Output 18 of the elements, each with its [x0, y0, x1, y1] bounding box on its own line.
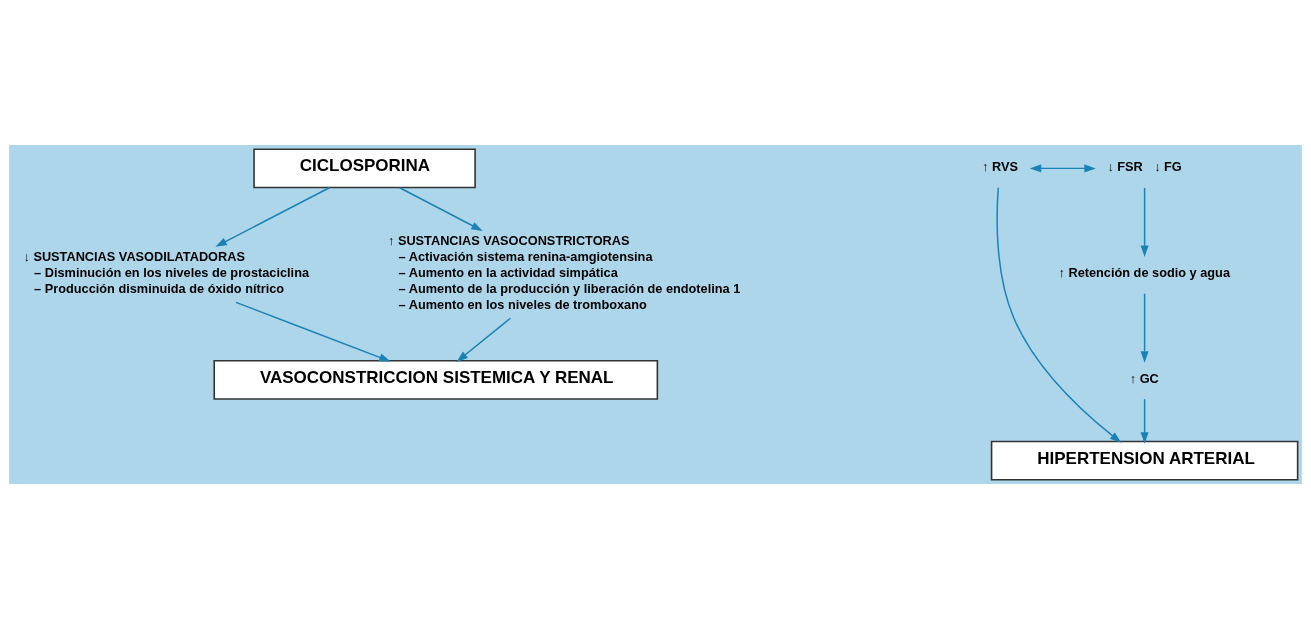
arrow: [215, 186, 331, 247]
arrow: [1140, 397, 1149, 444]
arrow: [1140, 292, 1149, 363]
node-text: ↑ GC: [1129, 370, 1159, 386]
node-text: ↓ FSR ↓ FG: [1107, 158, 1182, 174]
arrow: [398, 186, 483, 231]
arrow: [1029, 163, 1096, 172]
node-text: ↑ RVS: [982, 158, 1018, 174]
arrow: [456, 316, 512, 362]
node-text: ↓ SUSTANCIAS VASODILATADORAS – Disminución en los niveles de prostaciclina – Producción disminuida de óxido nítrico: [23, 248, 310, 296]
node-text: ↑ Retención de sodio y agua: [1058, 264, 1230, 280]
node-box: CICLOSPORINA: [253, 147, 476, 188]
arrow: [235, 301, 391, 362]
arrow: [1140, 186, 1149, 257]
arrow: [996, 186, 1122, 443]
node-text: ↑ SUSTANCIAS VASOCONSTRICTORAS – Activación sistema renina-amgiotensina – Aumento en la actividad simpática – Aumento de la producción y liberación de endotelina 1 – Aumento en los niveles de tromboxano: [387, 232, 741, 312]
node-box: VASOCONSTRICCION SISTEMICA Y RENAL: [213, 359, 659, 400]
node-box: HIPERTENSION ARTERIAL: [990, 440, 1299, 481]
